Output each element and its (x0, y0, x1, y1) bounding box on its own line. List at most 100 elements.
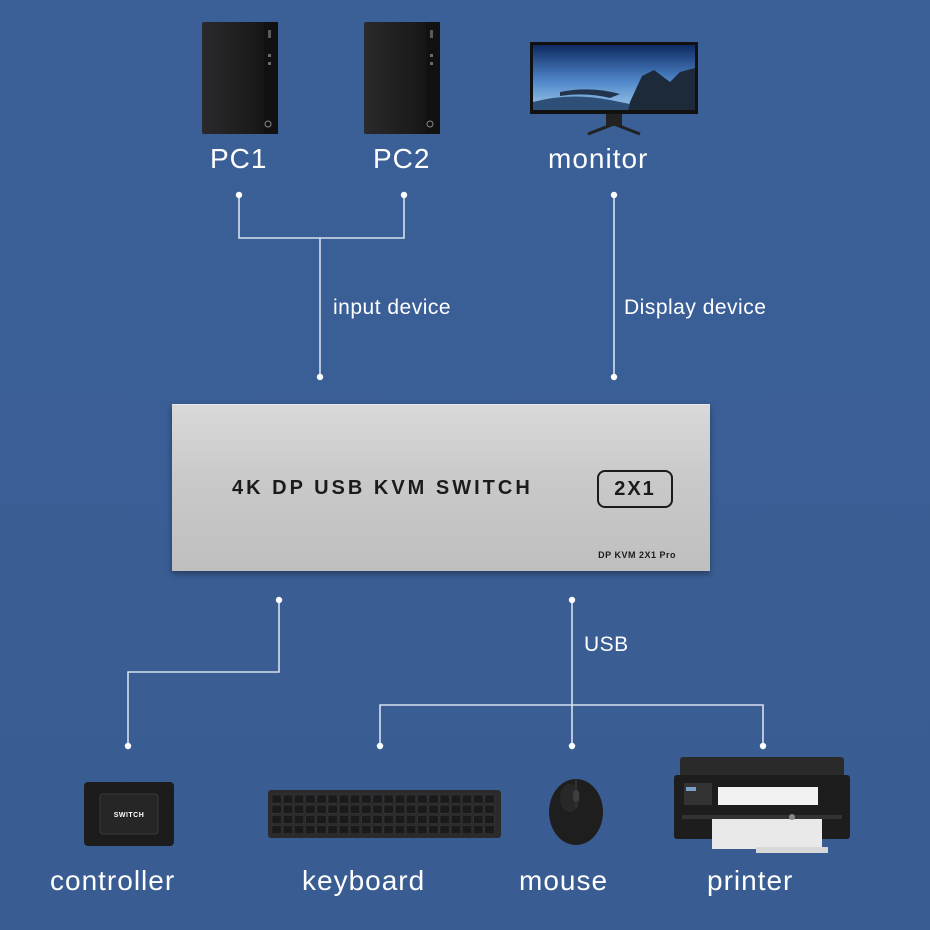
keyboard-key (305, 825, 316, 835)
keyboard-key (450, 794, 461, 804)
keyboard-key (484, 825, 495, 835)
keyboard-key (450, 815, 461, 824)
keyboard-key (361, 804, 372, 814)
controller-device: SWITCH (84, 782, 174, 846)
pc2-tower-icon (364, 22, 440, 134)
keyboard-key (473, 815, 484, 824)
keyboard-key (417, 804, 428, 814)
input-device-label: input device (333, 296, 452, 319)
keyboard-key (394, 804, 405, 814)
keyboard-key (282, 804, 293, 814)
keyboard-label: keyboard (302, 865, 426, 896)
keyboard-end-dot (376, 742, 384, 750)
keyboard-key (484, 815, 495, 824)
keyboard-key (484, 804, 495, 814)
usb-label: USB (584, 633, 629, 656)
keyboard-key (350, 815, 361, 824)
keyboard-key (338, 794, 349, 804)
monitor-label: monitor (548, 143, 649, 174)
controller-line (127, 600, 280, 746)
keyboard-key (417, 794, 428, 804)
keyboard-key (305, 804, 316, 814)
keyboard-key (383, 794, 394, 804)
keyboard-key (462, 815, 473, 824)
keyboard-key (383, 825, 394, 835)
keyboard-key (294, 794, 305, 804)
keyboard-key (271, 794, 282, 804)
keyboard-key (394, 825, 405, 835)
keyboard-key (372, 794, 383, 804)
keyboard-key (394, 815, 405, 824)
keyboard-key (439, 804, 450, 814)
keyboard-key (305, 794, 316, 804)
controller-icon (84, 782, 174, 846)
keyboard-key (282, 825, 293, 835)
keyboard-key (406, 804, 417, 814)
keyboard-key (282, 815, 293, 824)
keyboard-key (417, 825, 428, 835)
keyboard-key (338, 825, 349, 835)
keyboard-key (361, 815, 372, 824)
keyboard-key (484, 794, 495, 804)
keyboard-key (361, 794, 372, 804)
keyboard-key (406, 825, 417, 835)
mouse-label: mouse (519, 865, 609, 896)
printer-label: printer (707, 865, 794, 896)
keyboard-key (327, 794, 338, 804)
keyboard-key (338, 804, 349, 814)
keyboard-key (473, 825, 484, 835)
keyboard-key (350, 804, 361, 814)
keyboard-key (338, 815, 349, 824)
keyboard-key (294, 825, 305, 835)
keyboard-key (294, 804, 305, 814)
keyboard-key (372, 825, 383, 835)
keyboard-key (327, 815, 338, 824)
pc2-line (320, 195, 405, 239)
keyboard-key (316, 804, 327, 814)
printer-end-dot (759, 742, 767, 750)
kvm-switch-model: DP KVM 2X1 Pro (598, 550, 676, 560)
keyboard-key (394, 794, 405, 804)
pc2-dot (400, 191, 408, 199)
keyboard-key (428, 804, 439, 814)
usb-branch-line (379, 704, 764, 746)
monitor-dot (610, 191, 618, 199)
mouse-end-dot (568, 742, 576, 750)
kvm-switch-title: 4K DP USB KVM SWITCH (232, 477, 533, 499)
input-end-dot (316, 373, 324, 381)
keyboard-key (473, 804, 484, 814)
keyboard-key (327, 804, 338, 814)
keyboard-key (417, 815, 428, 824)
kvm-switch-badge: 2X1 (597, 470, 673, 508)
keyboard-key (439, 794, 450, 804)
keyboard-key (271, 804, 282, 814)
keyboard-key (271, 825, 282, 835)
keyboard-key (450, 825, 461, 835)
pc1-tower-icon (202, 22, 278, 134)
keyboard-key (294, 815, 305, 824)
keyboard-key (439, 825, 450, 835)
usb-start-dot (568, 596, 576, 604)
controller-end-dot (124, 742, 132, 750)
keyboard-key (406, 815, 417, 824)
keyboard-key (462, 804, 473, 814)
keyboard-icon (268, 790, 501, 838)
keyboard-key (361, 825, 372, 835)
keyboard-key (350, 825, 361, 835)
keyboard-key (428, 794, 439, 804)
mouse-icon (548, 778, 604, 846)
keyboard-key (271, 815, 282, 824)
keyboard-key (462, 794, 473, 804)
keyboard-key (327, 825, 338, 835)
pc1-line (238, 195, 320, 239)
keyboard-key (282, 794, 293, 804)
controller-switch-text: SWITCH (113, 812, 145, 819)
controller-label: controller (50, 865, 176, 896)
keyboard-key (383, 804, 394, 814)
keyboard-key (316, 815, 327, 824)
printer-icon (672, 757, 852, 857)
keyboard-key (406, 794, 417, 804)
controller-start-dot (275, 596, 283, 604)
